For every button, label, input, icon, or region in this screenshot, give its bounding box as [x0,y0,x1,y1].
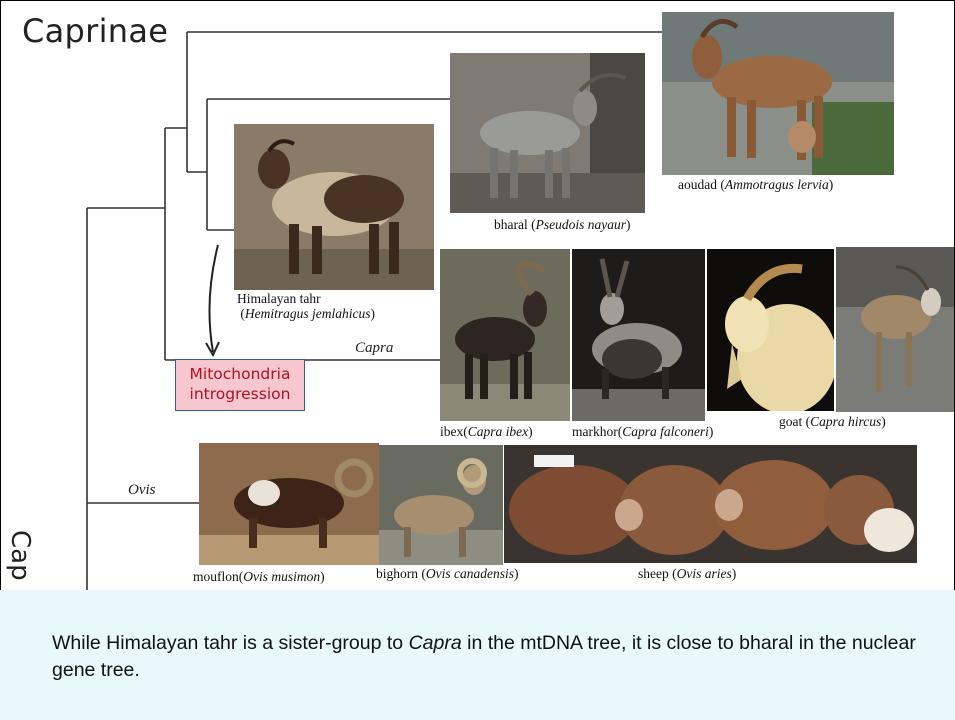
bharal-photo [450,53,645,213]
goat-photo [707,249,834,411]
bighorn-caption: bighorn (Ovis canadensis) [376,566,519,582]
markhor-photo [572,249,705,421]
aoudad-caption: aoudad (Ammotragus lervia) [678,177,833,193]
himalayan-tahr-photo [234,124,434,290]
mitochondria-introgression-box: Mitochondria introgression [175,359,305,411]
goat-caption: goat (Capra hircus) [779,414,886,430]
mouflon-caption: mouflon(Ovis musimon) [193,569,325,585]
bharal-caption: bharal (Pseudois nayaur) [494,217,630,233]
introgression-arrow [209,245,218,352]
note-text: While Himalayan tahr is a sister-group t… [52,630,932,684]
wild-goat-photo [836,247,954,412]
side-label: Cap [5,530,35,581]
ibex-caption: ibex(Capra ibex) [440,424,533,440]
ibex-photo [440,249,570,421]
markhor-caption: markhor(Capra falconeri) [572,424,713,440]
clade-label-ovis: Ovis [128,482,156,499]
aoudad-photo [662,12,894,175]
himalayan-tahr-caption: Himalayan tahr (Hemitragus jemlahicus) [237,291,375,321]
bighorn-photo [379,445,503,565]
mouflon-photo [199,443,379,565]
box-line-1: Mitochondria [176,364,304,384]
sheep-photo [504,445,917,563]
sheep-caption: sheep (Ovis aries) [638,566,736,582]
box-line-2: introgression [176,384,304,404]
clade-label-capra: Capra [355,340,393,357]
